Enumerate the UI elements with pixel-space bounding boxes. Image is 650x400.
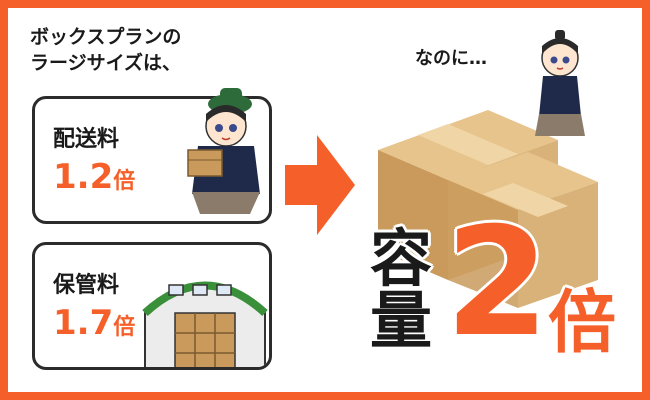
samurai-standing-illustration [535,30,585,136]
right-arrow-icon [285,135,355,235]
shipping-fee-value: 1.2倍 [53,157,135,197]
capacity-multiplier-unit: 倍 [548,284,617,363]
samurai-carrying-box-illustration [187,88,260,214]
storage-fee-card: 保管料 1.7倍 [32,242,272,370]
storage-fee-number: 1.7 [53,303,114,343]
capacity-word: 容 量 [370,228,436,352]
storage-fee-value: 1.7倍 [53,303,135,343]
capacity-word-top: 容 [370,222,433,295]
storage-fee-label: 保管料 [53,273,120,298]
remark-text: なのに… [415,48,487,69]
heading-line-1: ボックスプランの [30,26,182,48]
storage-fee-unit: 倍 [113,315,136,340]
warehouse-icon [142,281,268,367]
shipping-fee-number: 1.2 [53,157,114,197]
cardboard-boxes-illustration [378,110,598,308]
capacity-word-bottom: 量 [370,284,433,357]
capacity-multiplier-number: 2 [445,196,550,370]
shipping-fee-unit: 倍 [113,169,136,194]
heading-line-2: ラージサイズは、 [30,52,182,74]
heading: ボックスプランの ラージサイズは、 [30,24,181,76]
shipping-fee-label: 配送料 [53,127,120,152]
